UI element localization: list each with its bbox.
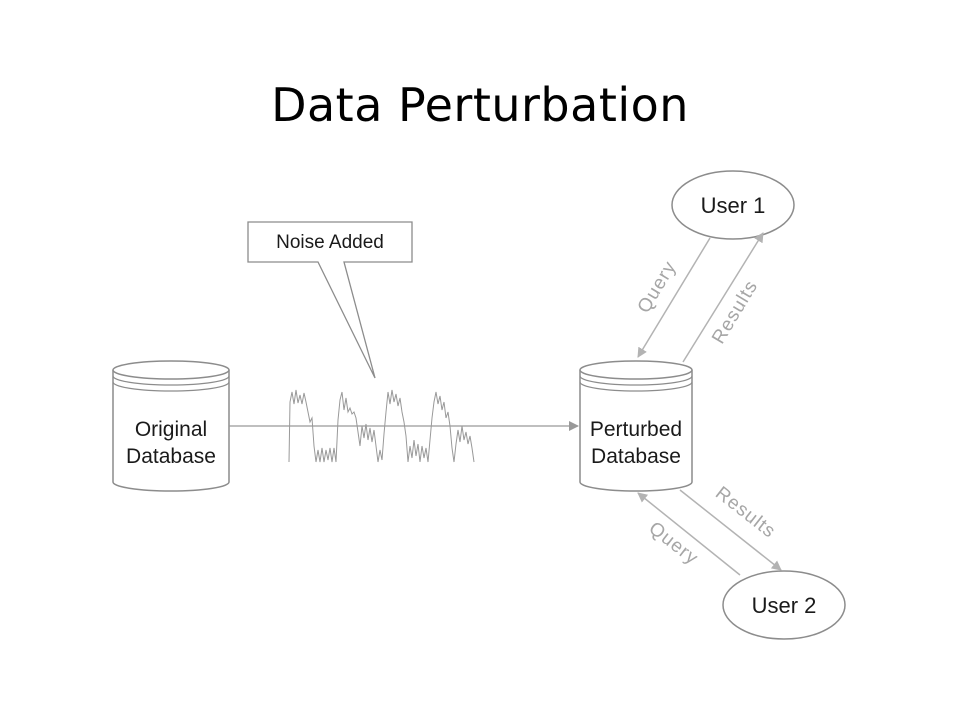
user-1-label: User 1 [701,193,766,218]
user-1-query-arrow [637,237,711,358]
user-2: User 2 [722,570,846,640]
user-1-query-label: Query [634,257,681,316]
original-database-label-2: Database [126,445,216,468]
slide-title: Data Perturbation [271,78,689,132]
user-2-label: User 2 [752,593,817,618]
user-2-results-label: Results [711,483,779,543]
user-1-results-arrow [682,232,764,363]
perturbed-database-label-2: Database [591,445,681,468]
user-2-query-arrow [637,492,741,576]
perturbed-database: Perturbed Database [579,360,693,492]
user-2-query-label: Query [645,518,703,569]
user-1-results-label: Results [708,277,762,348]
user-1: User 1 [671,170,795,240]
noise-callout: Noise Added [247,221,413,379]
original-database-label-1: Original [135,418,207,441]
original-database: Original Database [112,360,230,492]
noise-callout-label: Noise Added [276,232,384,253]
user-2-results-arrow [679,489,782,571]
perturbed-database-label-1: Perturbed [590,418,682,441]
noise-waveform [288,389,475,463]
